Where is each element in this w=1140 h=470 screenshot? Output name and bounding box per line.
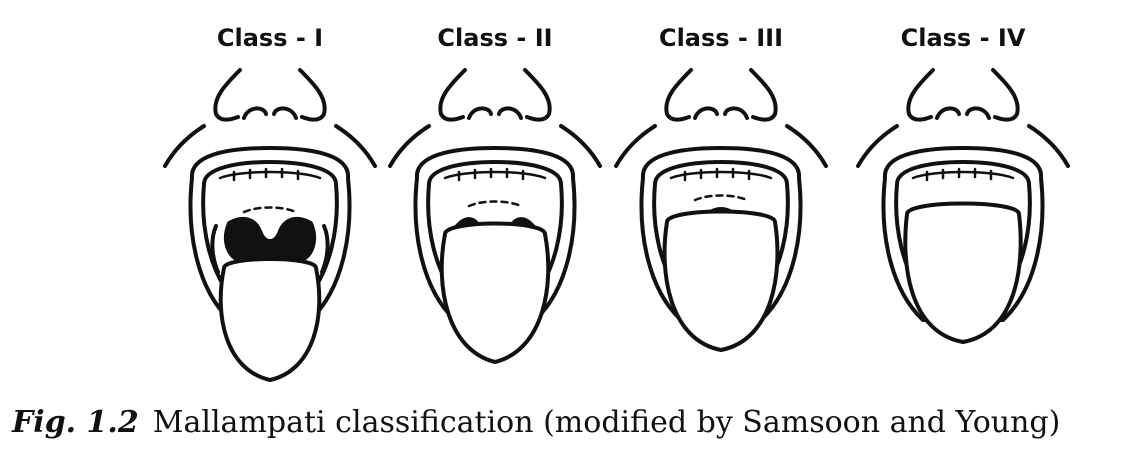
class-2-label: Class - II [437,24,553,52]
figure-number: Fig. 1.2 [12,405,139,440]
class-4-label: Class - IV [900,24,1026,52]
class-2-mouth-drawing [388,68,602,365]
class-3-mouth-drawing [614,68,828,353]
class-1-label: Class - I [216,24,324,52]
class-1-mouth-drawing [163,68,377,383]
class-4-mouth-drawing [856,68,1070,345]
figure-caption: Fig. 1.2 Mallampati classification (modif… [12,405,1060,440]
mallampati-drawings [163,68,1070,383]
figure-caption-text: Mallampati classification (modified by S… [152,405,1061,440]
class-3-label: Class - III [658,24,784,52]
